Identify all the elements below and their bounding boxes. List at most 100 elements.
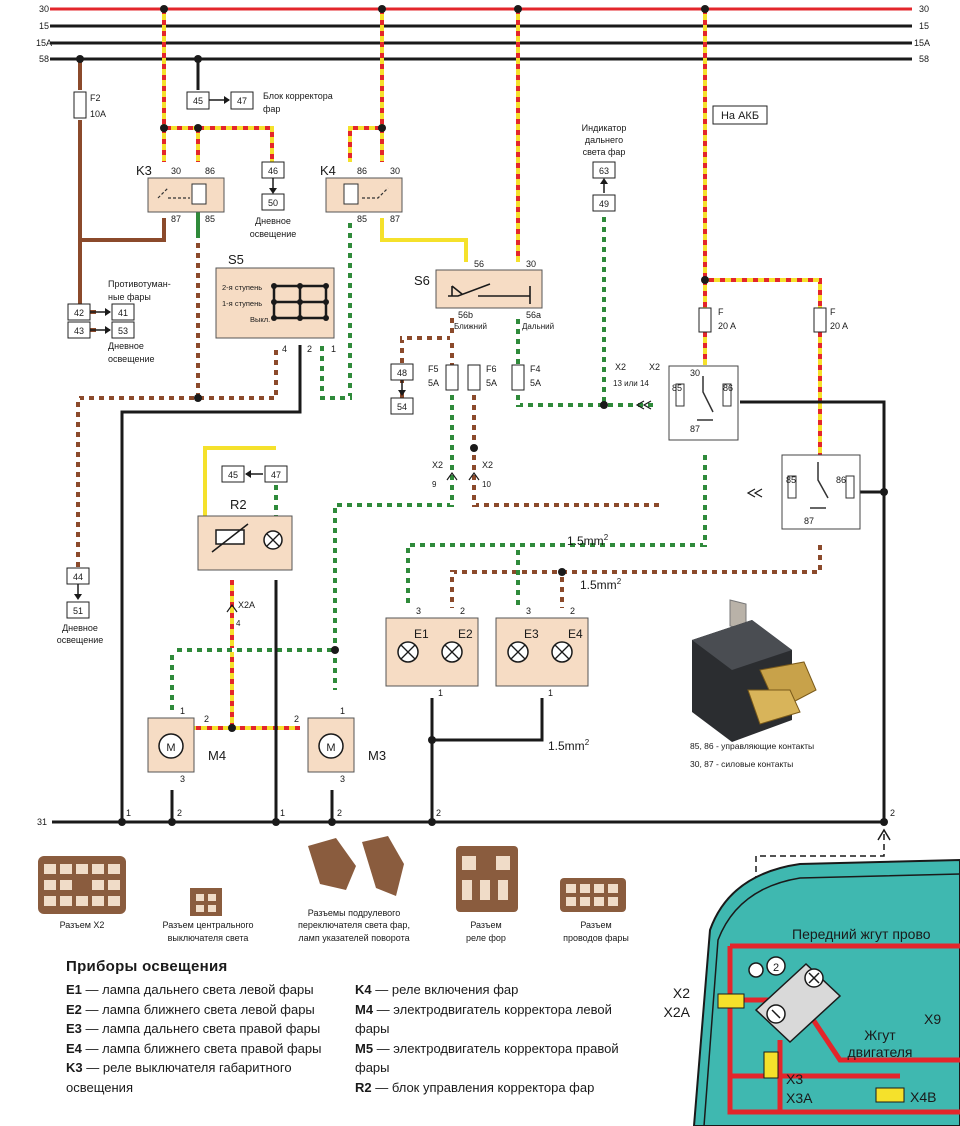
svg-text:2: 2: [177, 808, 182, 818]
svg-text:13 или 14: 13 или 14: [613, 379, 649, 388]
svg-text:освещение: освещение: [250, 229, 297, 239]
svg-text:43: 43: [74, 326, 84, 336]
svg-text:X3A: X3A: [786, 1090, 813, 1106]
svg-text:Выкл.: Выкл.: [250, 315, 270, 324]
svg-text:Разъем: Разъем: [470, 920, 501, 930]
relay-a: 30 85 86 87: [668, 365, 739, 441]
svg-text:1.5mm2: 1.5mm2: [567, 533, 609, 548]
bus-58-right: 58: [919, 54, 929, 64]
svg-text:2: 2: [204, 714, 209, 724]
bus-15-left: 15: [39, 21, 49, 31]
relay-k4: K4 86 30 85 87: [320, 163, 403, 224]
svg-text:1: 1: [180, 706, 185, 716]
svg-text:E4: E4: [568, 627, 583, 641]
svg-text:5A: 5A: [530, 378, 541, 388]
svg-text:30: 30: [526, 259, 536, 269]
svg-text:X2: X2: [673, 985, 690, 1001]
svg-text:Дальний: Дальний: [522, 322, 554, 331]
svg-text:освещение: освещение: [108, 354, 155, 364]
fuse-f4: [511, 364, 525, 391]
svg-text:X4B: X4B: [910, 1089, 936, 1105]
svg-text:Ближний: Ближний: [454, 322, 487, 331]
legend-left-column: E1 — лампа дальнего света левой фары E2 …: [66, 980, 346, 1098]
svg-text:переключателя света фар,: переключателя света фар,: [298, 920, 410, 930]
svg-text:ламп указателей поворота: ламп указателей поворота: [298, 933, 409, 943]
svg-text:K3: K3: [136, 163, 152, 178]
svg-text:44: 44: [73, 572, 83, 582]
svg-text:56b: 56b: [458, 310, 473, 320]
bus-58-left: 58: [39, 54, 49, 64]
svg-text:F2: F2: [90, 93, 101, 103]
svg-text:реле фор: реле фор: [466, 933, 506, 943]
svg-text:1.5mm2: 1.5mm2: [548, 738, 590, 753]
fuse-f-left: [698, 307, 712, 333]
svg-text:2: 2: [337, 808, 342, 818]
ground-pin-labels: 1 2 1 2 2 2: [126, 808, 895, 818]
svg-text:1-я ступень: 1-я ступень: [222, 299, 262, 308]
svg-text:Блок корректора: Блок корректора: [263, 91, 333, 101]
svg-text:освещение: освещение: [57, 635, 104, 645]
bus-15-right: 15: [919, 21, 929, 31]
svg-text:Дневное: Дневное: [255, 216, 291, 226]
bus-30-left: 30: [39, 4, 49, 14]
legend-item: M4 — электродвигатель корректора левой ф…: [355, 1001, 612, 1037]
svg-text:E1: E1: [414, 627, 429, 641]
bus-15a-right: 15A: [914, 38, 930, 48]
pin-boxes: 45 47 Блок корректора фар 46 50 Дневное …: [57, 91, 768, 645]
svg-text:X2: X2: [432, 460, 443, 470]
svg-text:30, 87 - силовые контакты: 30, 87 - силовые контакты: [690, 759, 793, 769]
svg-text:30: 30: [390, 166, 400, 176]
svg-text:56a: 56a: [526, 310, 541, 320]
svg-text:Разъем центрального: Разъем центрального: [162, 920, 253, 930]
legend-item: K3 — реле выключателя габаритного освеще…: [66, 1060, 292, 1095]
svg-text:Дневное: Дневное: [62, 623, 98, 633]
legend-item: M5 — электродвигатель корректора правой …: [355, 1040, 619, 1076]
svg-text:проводов фары: проводов фары: [563, 933, 629, 943]
svg-text:42: 42: [74, 308, 84, 318]
svg-text:X2A: X2A: [664, 1004, 691, 1020]
svg-text:85: 85: [672, 383, 682, 393]
svg-text:54: 54: [397, 402, 407, 412]
connector-marks: X2 X2 13 или 14 X2 9 X2 10 X2A 4: [226, 362, 763, 628]
harness-location-map: 2 Передний жгут прово Жгут двигателя X2 …: [664, 858, 960, 1126]
svg-text:1: 1: [438, 688, 443, 698]
svg-text:X3: X3: [786, 1071, 803, 1087]
svg-text:E2: E2: [458, 627, 473, 641]
svg-text:M: M: [326, 742, 335, 754]
svg-text:F5: F5: [428, 364, 439, 374]
svg-text:1: 1: [548, 688, 553, 698]
headlamp-left: E1 E2 3 2 1: [385, 606, 479, 698]
fuse-f5: [445, 364, 459, 391]
svg-text:45: 45: [228, 470, 238, 480]
svg-text:дальнего: дальнего: [585, 135, 623, 145]
svg-text:R2: R2: [230, 497, 247, 512]
svg-text:87: 87: [690, 424, 700, 434]
svg-text:1: 1: [126, 808, 131, 818]
svg-text:2: 2: [773, 962, 779, 974]
bus-31-label: 31: [37, 817, 47, 827]
relay-photo: 85, 86 - управляющие контакты 30, 87 - с…: [690, 599, 817, 769]
svg-text:86: 86: [723, 383, 733, 393]
svg-text:85, 86 - управляющие контакты: 85, 86 - управляющие контакты: [690, 741, 814, 751]
svg-text:45: 45: [193, 96, 203, 106]
svg-text:10A: 10A: [90, 109, 106, 119]
svg-text:Разъемы подрулевого: Разъемы подрулевого: [308, 908, 401, 918]
motor-m4: M M4 1 2 3: [147, 706, 226, 784]
svg-text:E3: E3: [524, 627, 539, 641]
svg-text:2: 2: [890, 808, 895, 818]
svg-text:2: 2: [570, 606, 575, 616]
svg-text:3: 3: [526, 606, 531, 616]
fuse-f6: [467, 364, 481, 391]
relay-b: 85 86 87: [781, 454, 861, 530]
akb-label: На АКБ: [721, 110, 759, 122]
switch-s5: S5 2-я ступень 1-я ступень Выкл. 4 2 1: [215, 252, 336, 354]
svg-text:Дневное: Дневное: [108, 341, 144, 351]
svg-text:M4: M4: [208, 748, 226, 763]
svg-text:4: 4: [282, 344, 287, 354]
svg-text:Противотуман-: Противотуман-: [108, 279, 171, 289]
svg-text:85: 85: [205, 214, 215, 224]
bus-15a-left: 15A: [36, 38, 52, 48]
legend-item: K4 — реле включения фар: [355, 982, 519, 997]
svg-text:86: 86: [836, 475, 846, 485]
svg-text:F: F: [830, 307, 836, 317]
